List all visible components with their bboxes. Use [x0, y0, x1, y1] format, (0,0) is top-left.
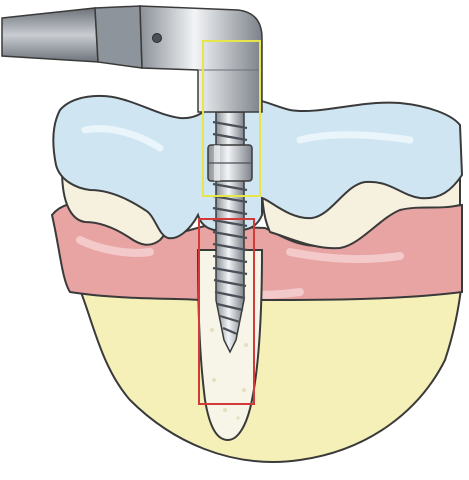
handpiece-icon	[2, 6, 262, 112]
abutment-collar	[208, 145, 252, 181]
